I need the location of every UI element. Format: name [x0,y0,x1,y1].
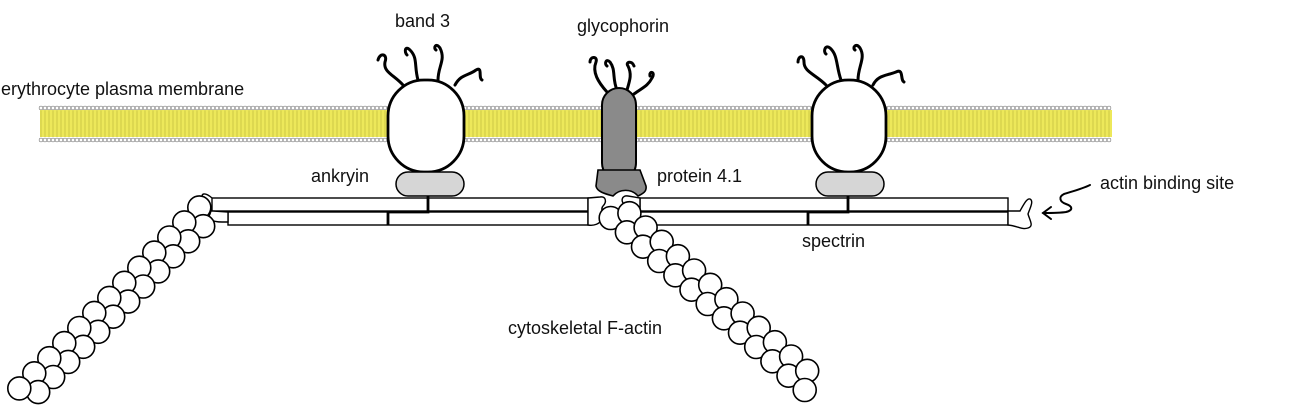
actin-filament-right [598,200,820,403]
ankyrin-linker-right [806,193,850,225]
band3-body-right [810,78,888,174]
label-spectrin: spectrin [802,231,865,251]
spectrin-end-right [1007,198,1033,230]
protein-4-1 [595,169,647,197]
spectrin-strand-left-lower [227,211,589,226]
glycophorin-protein [588,56,655,197]
bilayer-core [40,110,1112,137]
actin-binding-site-pointer [1041,184,1091,220]
band3-protein-right [796,43,906,197]
label-membrane: erythrocyte plasma membrane [1,79,244,99]
spectrin-strand-left-upper [209,197,589,212]
spectrin-network [201,193,1033,230]
actin-left-bead [6,376,32,401]
ankyrin-linker-left [386,193,430,225]
label-f-actin: cytoskeletal F-actin [508,318,662,338]
ankyrin-right [815,171,885,197]
label-glycophorin: glycophorin [577,16,669,36]
actin-right-bead [792,377,818,403]
spectrin-strand-right-lower [639,211,1009,226]
band3-body-left [386,78,466,174]
band3-protein-left [376,43,484,197]
label-band3: band 3 [395,11,450,31]
label-actin-binding-site: actin binding site [1100,173,1234,193]
glycophorin-body [601,87,637,181]
label-protein-4-1: protein 4.1 [657,166,742,186]
spectrin-strand-right-upper [639,197,1009,212]
band3-glycan-chains-right [796,43,906,87]
ankyrin-left [395,171,465,197]
glycophorin-glycan-chains [588,56,655,96]
band3-glycan-chains-left [376,43,484,87]
actin-filament-left [6,195,216,405]
lipid-bilayer [38,105,1112,143]
label-ankyrin: ankryin [311,166,369,186]
